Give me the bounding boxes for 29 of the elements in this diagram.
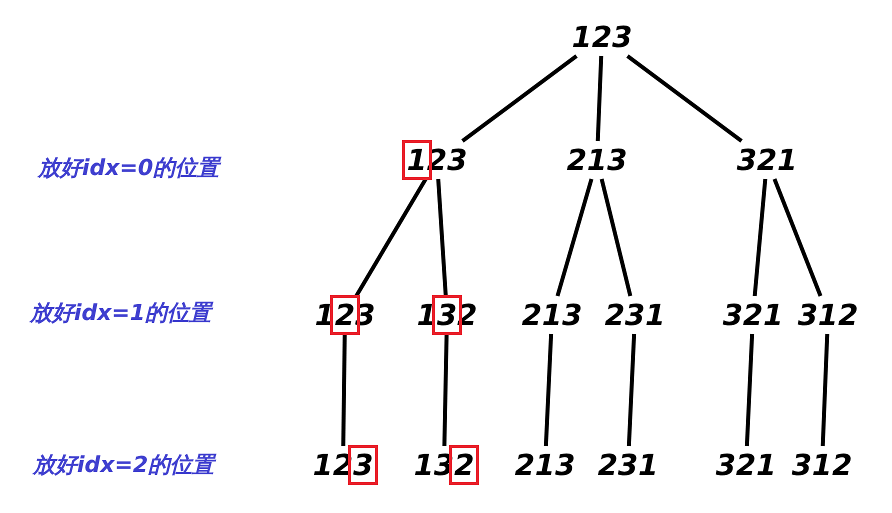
tree-branch xyxy=(626,54,743,143)
permutation-label: 231 xyxy=(600,296,670,334)
permutation-label: 321 xyxy=(712,446,780,484)
tree-branch xyxy=(626,334,636,446)
permutation-label: 312 xyxy=(794,296,862,334)
tree-branch xyxy=(772,178,822,297)
permutation-label: 213 xyxy=(518,296,586,334)
permutation-label: 231 xyxy=(594,446,662,484)
permutation-label: 321 xyxy=(718,296,788,334)
level-label: 放好idx=2的位置 xyxy=(33,452,214,480)
tree-branch xyxy=(600,178,632,296)
tree-branch xyxy=(596,56,604,142)
tree-branch xyxy=(544,334,554,446)
tree-branch xyxy=(442,334,449,446)
tree-branch xyxy=(744,334,754,446)
tree-branch xyxy=(752,178,768,296)
permutation-label: 123 xyxy=(568,18,636,56)
permutation-label: 321 xyxy=(732,141,802,179)
tree-branch xyxy=(461,54,578,143)
permutation-label: 213 xyxy=(562,141,632,179)
tree-branch xyxy=(820,334,830,446)
tree-branch xyxy=(341,334,347,446)
level-label: 放好idx=0的位置 xyxy=(38,155,220,183)
permutation-label: 312 xyxy=(788,446,856,484)
tree-branch xyxy=(436,178,448,296)
tree-branch xyxy=(556,178,594,297)
tree-branch xyxy=(354,178,428,298)
permutation-label: 213 xyxy=(510,446,580,484)
level-label: 放好idx=1的位置 xyxy=(30,300,212,328)
